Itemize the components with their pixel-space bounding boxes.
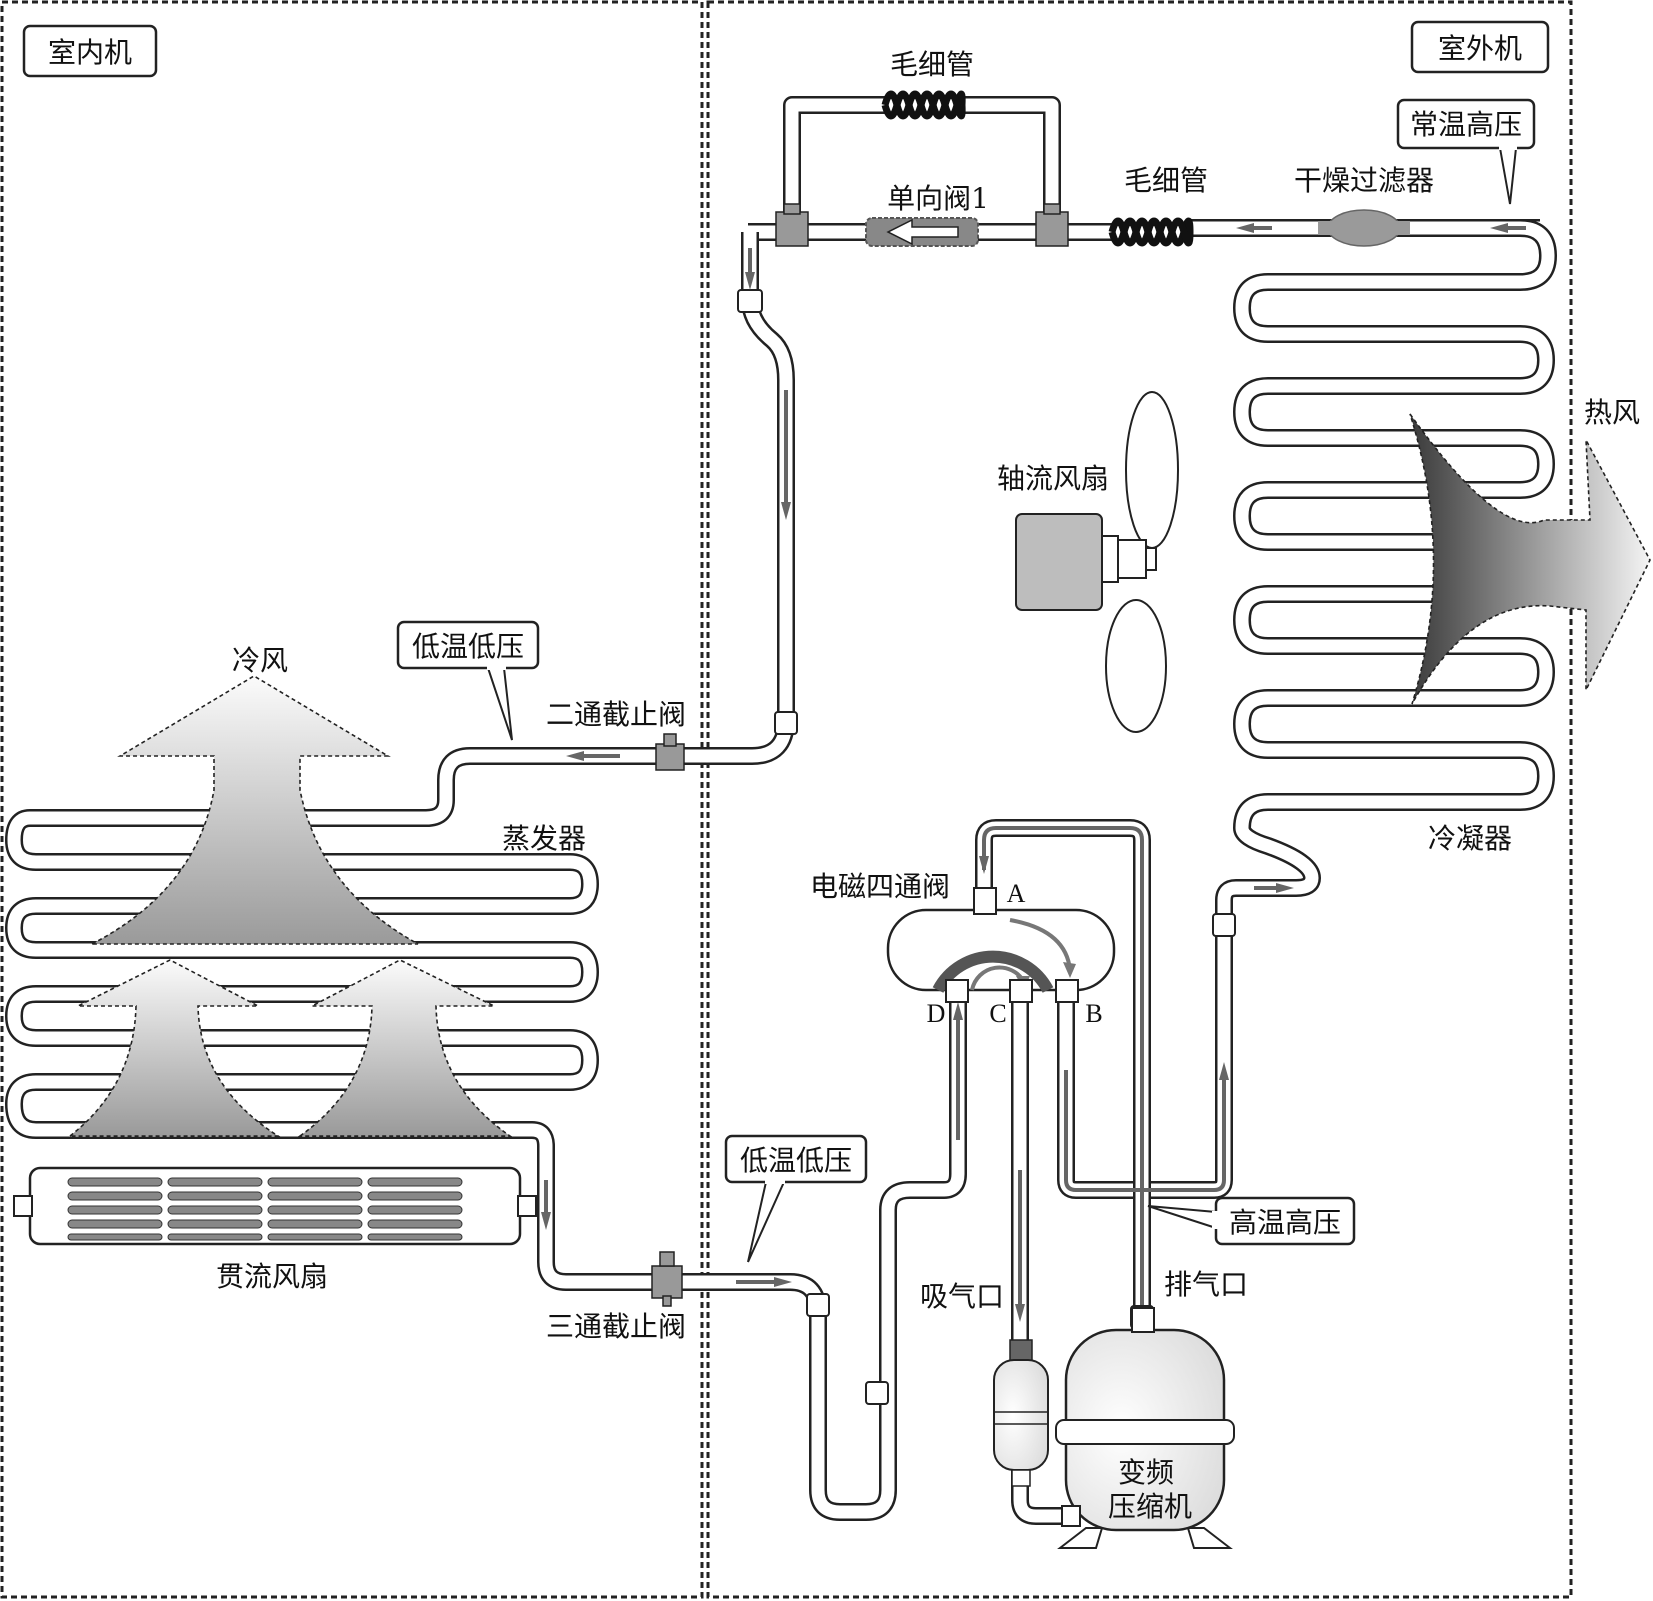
port-b-label: B — [1085, 999, 1102, 1028]
flow-arrows — [541, 223, 1526, 1322]
cross-flow-fan — [13, 1166, 537, 1246]
axial-fan-label: 轴流风扇 — [997, 462, 1109, 495]
discharge-port-label: 排气口 — [1164, 1268, 1248, 1301]
tee-right — [1035, 203, 1069, 247]
axial-fan — [1015, 391, 1179, 733]
two-way-valve-label: 二通截止阀 — [546, 698, 686, 731]
cold-air-arrow-right — [297, 959, 513, 1137]
compressor — [1055, 1307, 1235, 1549]
high-pressure-lines — [982, 826, 1226, 1320]
compressor-label-line2: 压缩机 — [1108, 1490, 1192, 1523]
cross-flow-fan-label: 贯流风扇 — [216, 1260, 328, 1293]
callout-low-temp-low-pressure-bottom: 低温低压 — [724, 1134, 868, 1263]
callout-normal-temp-high-pressure: 常温高压 — [1396, 98, 1536, 205]
tee-left — [775, 203, 809, 247]
capillary-top-coil — [881, 90, 966, 120]
condenser-label: 冷凝器 — [1428, 822, 1512, 855]
normal-temp-high-pressure-label: 常温高压 — [1410, 108, 1522, 141]
dryer-filter-label: 干燥过滤器 — [1294, 164, 1434, 197]
suction-port-label: 吸气口 — [920, 1280, 1004, 1313]
outdoor-label: 室外机 — [1438, 32, 1522, 65]
port-a-label: A — [1007, 879, 1026, 908]
cold-air-label: 冷风 — [232, 644, 288, 677]
dryer-filter — [1318, 209, 1410, 247]
accumulator — [993, 1339, 1049, 1487]
three-way-valve-label: 三通截止阀 — [546, 1310, 686, 1343]
four-way-valve — [886, 887, 1116, 1003]
two-way-stop-valve — [655, 733, 685, 771]
callout-low-temp-low-pressure-top: 低温低压 — [396, 620, 540, 741]
evaporator-label: 蒸发器 — [502, 822, 586, 855]
indoor-frame — [0, 0, 704, 1599]
capillary-top-label: 毛细管 — [890, 48, 974, 81]
port-d-label: D — [927, 999, 946, 1028]
low-temp-low-pressure-top-label: 低温低压 — [412, 630, 524, 663]
callout-high-temp-high-pressure: 高温高压 — [1147, 1196, 1356, 1246]
check-valve-label: 单向阀1 — [887, 182, 989, 215]
check-valve — [865, 217, 979, 247]
three-way-stop-valve — [651, 1251, 683, 1307]
cold-air-arrow-top — [91, 675, 419, 945]
port-c-label: C — [989, 999, 1006, 1028]
outdoor-label-box: 室外机 — [1410, 20, 1550, 74]
hot-air-label: 热风 — [1584, 396, 1640, 429]
hot-air-arrow — [1409, 413, 1651, 705]
high-temp-high-pressure-label: 高温高压 — [1229, 1206, 1341, 1239]
evaporator-coil — [5, 809, 599, 1139]
low-temp-low-pressure-bottom-label: 低温低压 — [740, 1144, 852, 1177]
compressor-label-line1: 变频 — [1118, 1456, 1174, 1489]
cold-air-arrow-left — [67, 959, 281, 1137]
indoor-label-box: 室内机 — [22, 24, 158, 78]
four-way-valve-label: 电磁四通阀 — [810, 870, 950, 903]
indoor-label: 室内机 — [48, 36, 132, 69]
capillary-mid-label: 毛细管 — [1124, 164, 1208, 197]
capillary-mid-coil — [1108, 217, 1194, 247]
outdoor-frame — [706, 0, 1573, 1599]
